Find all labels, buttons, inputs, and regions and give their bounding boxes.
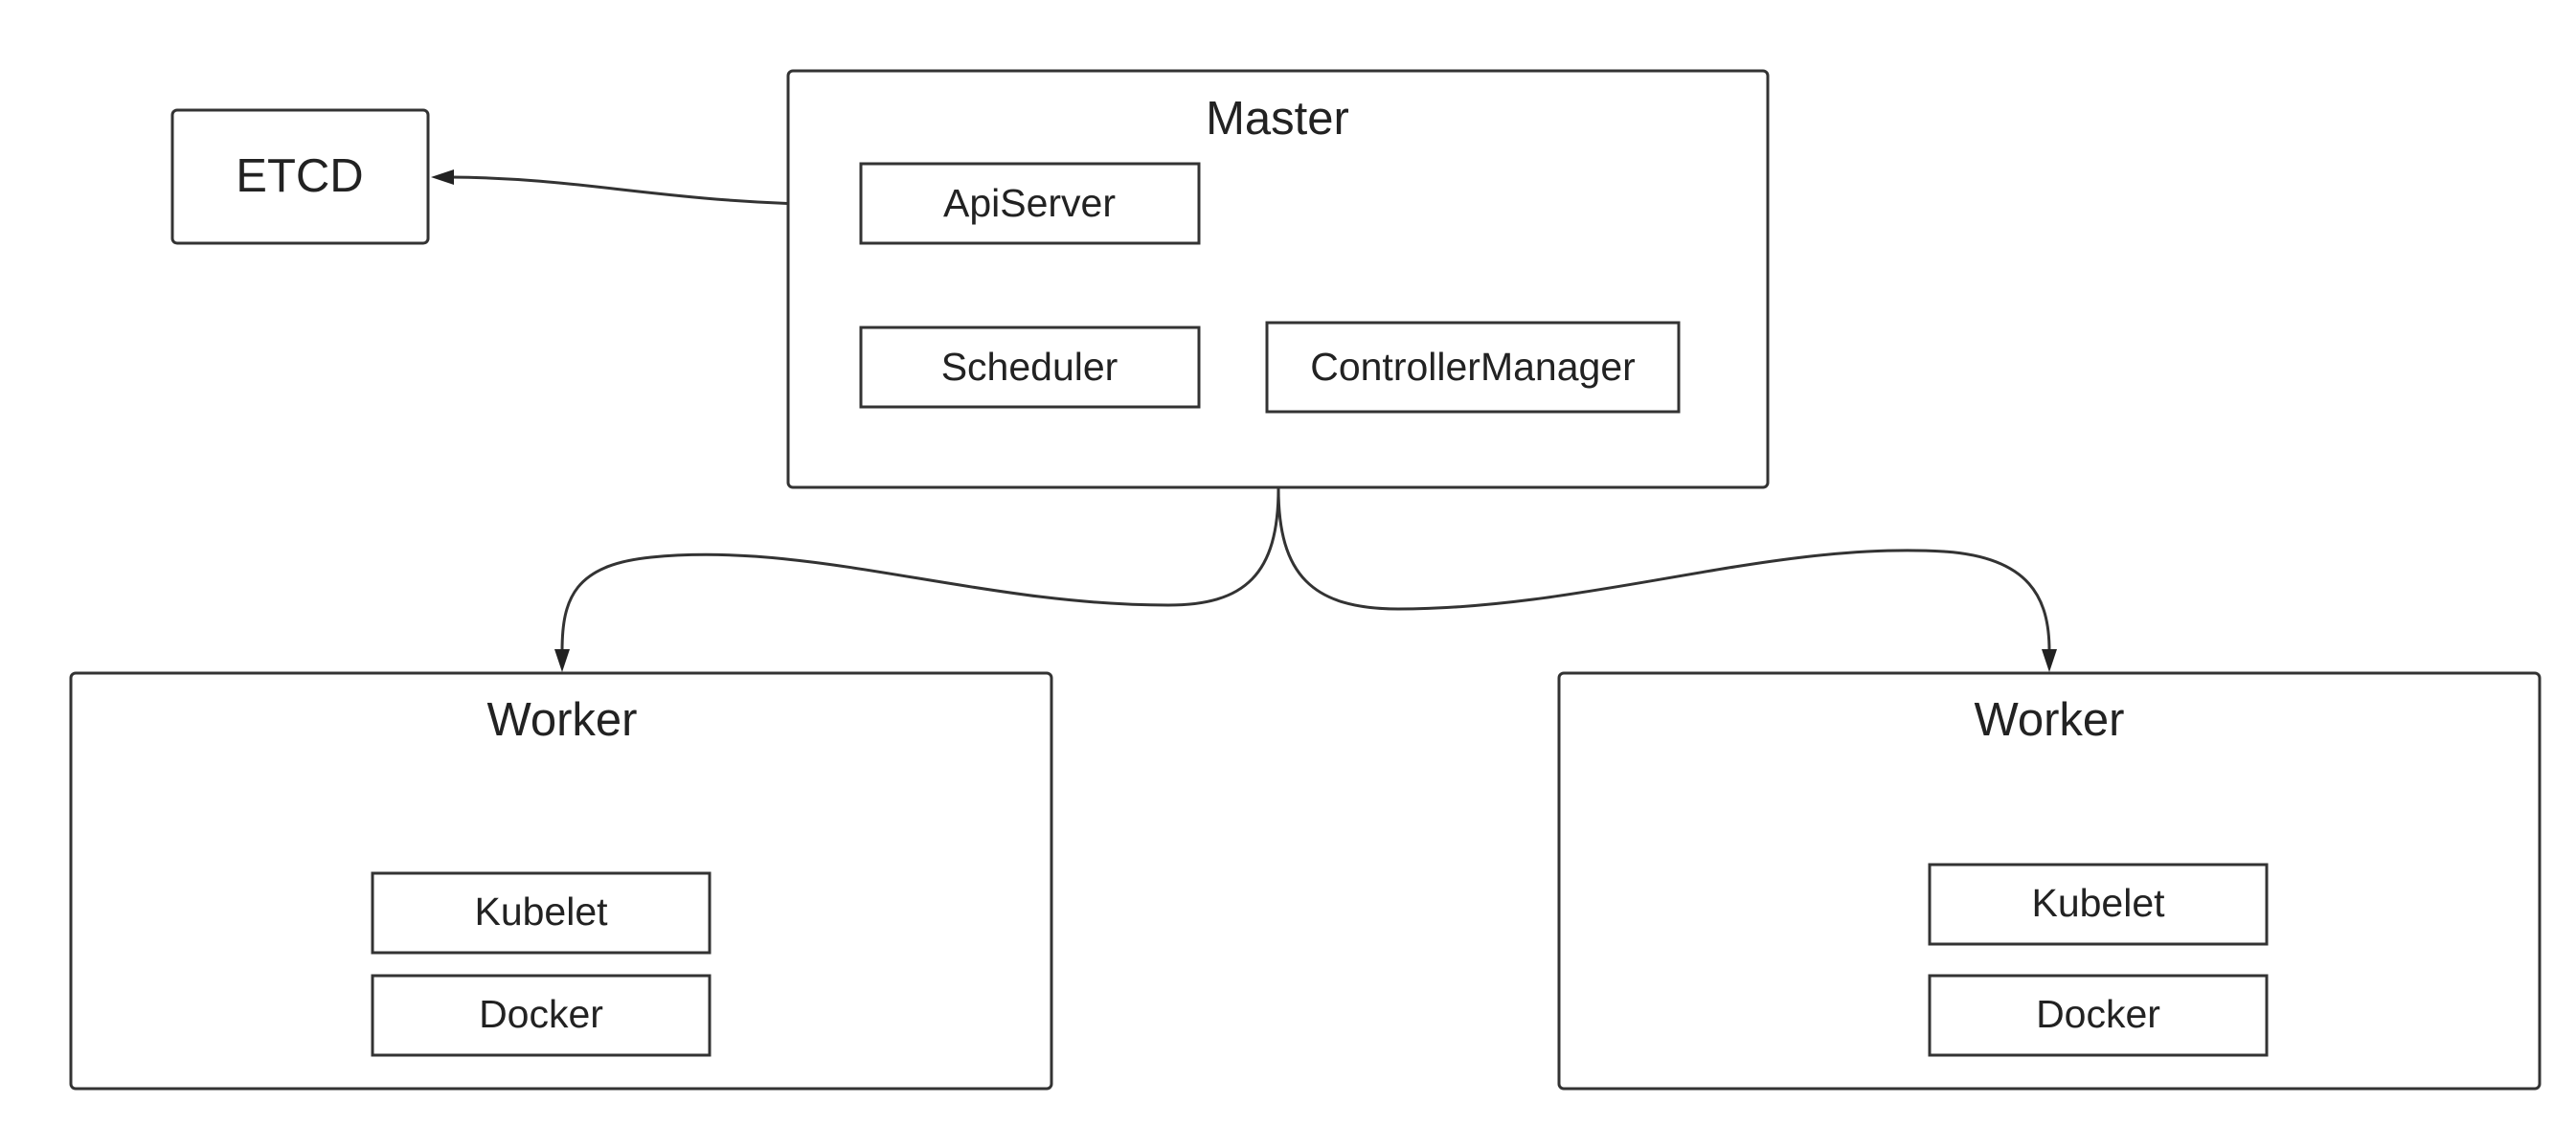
- kubelet-right-label: Kubelet: [2031, 881, 2165, 925]
- edge-master-to-worker-left: [560, 487, 1280, 652]
- docker-component-right: Docker: [1928, 974, 2269, 1057]
- worker-node-right: Worker Kubelet Docker: [1557, 671, 2542, 1091]
- etcd-node: ETCD: [170, 108, 430, 245]
- kubelet-component-right: Kubelet: [1928, 863, 2269, 946]
- docker-left-label: Docker: [479, 992, 603, 1036]
- apiserver-box: [859, 162, 1201, 245]
- docker-component-left: Docker: [371, 974, 712, 1057]
- edge-master-to-worker-right: [1277, 487, 2051, 652]
- scheduler-label: Scheduler: [941, 345, 1119, 389]
- kubelet-component-left: Kubelet: [371, 871, 712, 955]
- kubelet-left-box: [371, 871, 712, 955]
- worker-node-left: Worker Kubelet Docker: [69, 671, 1053, 1091]
- arrowhead-etcd: [431, 169, 454, 185]
- controllermanager-component: ControllerManager: [1265, 321, 1681, 414]
- apiserver-label: ApiServer: [943, 181, 1116, 225]
- docker-left-box: [371, 974, 712, 1057]
- arrowhead-worker-left: [554, 649, 570, 672]
- scheduler-component: Scheduler: [859, 326, 1201, 409]
- worker-right-title: Worker: [1974, 694, 2124, 746]
- apiserver-component: ApiServer: [859, 162, 1201, 245]
- kubelet-left-label: Kubelet: [474, 890, 608, 934]
- docker-right-label: Docker: [2036, 992, 2160, 1036]
- etcd-label: ETCD: [236, 150, 363, 202]
- controllermanager-box: [1265, 321, 1681, 414]
- scheduler-box: [859, 326, 1201, 409]
- worker-left-title: Worker: [486, 694, 637, 746]
- master-title: Master: [1206, 93, 1349, 145]
- arrowhead-worker-right: [2042, 649, 2057, 672]
- kubelet-right-box: [1928, 863, 2269, 946]
- etcd-box: [170, 108, 430, 245]
- controllermanager-label: ControllerManager: [1310, 345, 1636, 389]
- docker-right-box: [1928, 974, 2269, 1057]
- master-node: Master ApiServer Scheduler ControllerMan…: [786, 69, 1770, 489]
